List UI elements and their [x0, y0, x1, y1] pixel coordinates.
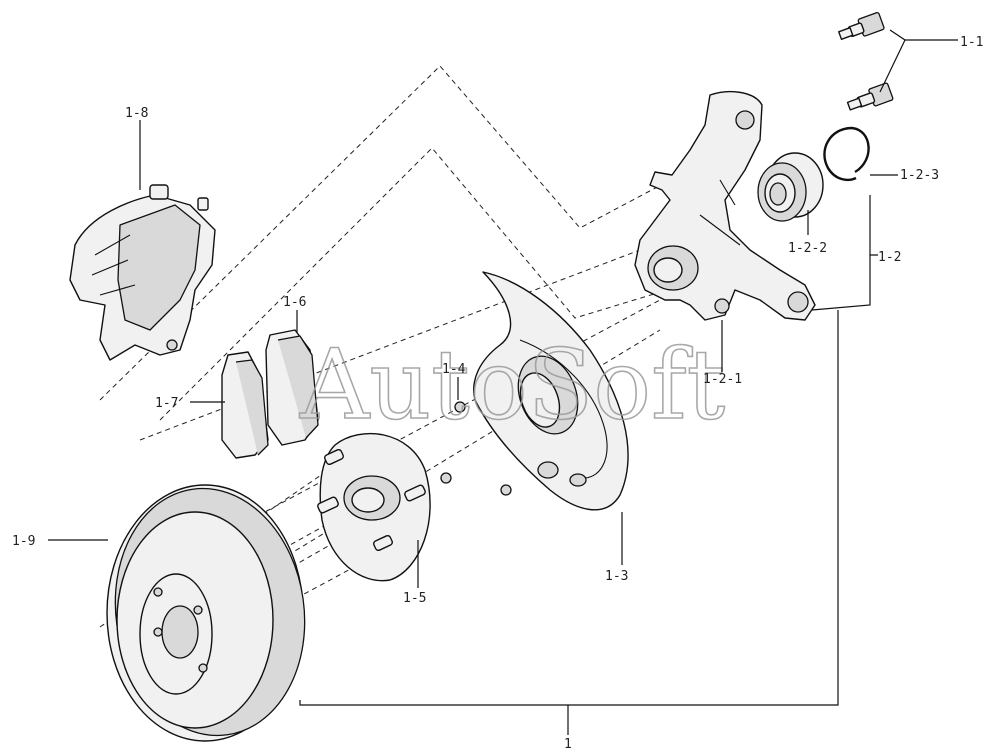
- callout-leaders: [48, 29, 958, 735]
- hub-bearing: [757, 152, 824, 222]
- callout-1-2-3: 1-2-3: [900, 168, 939, 183]
- callout-1-8: 1-8: [125, 106, 148, 121]
- screw: [440, 401, 512, 496]
- dust-shield: [473, 271, 629, 511]
- callout-1-3: 1-3: [605, 569, 628, 584]
- callout-1-2-2: 1-2-2: [788, 241, 827, 256]
- bolt: [838, 11, 894, 111]
- steering-knuckle: [634, 90, 816, 321]
- brake-caliper: [69, 184, 216, 361]
- callout-1-6: 1-6: [283, 295, 306, 310]
- callout-1: 1: [564, 737, 572, 752]
- wheel-hub: [317, 433, 431, 582]
- callout-labels: 1-1 1-2 1-2-1 1-2-2 1-2-3 1-3 1-4 1-5 1-…: [12, 35, 983, 752]
- callout-1-5: 1-5: [403, 591, 426, 606]
- autosoft-watermark: AutoSoft: [299, 329, 725, 441]
- callout-1-7: 1-7: [155, 396, 178, 411]
- brake-pad: [221, 329, 319, 459]
- callout-1-2-1: 1-2-1: [703, 372, 742, 387]
- snap-ring: [823, 126, 870, 182]
- callout-1-9: 1-9: [12, 534, 35, 549]
- callout-1-2: 1-2: [878, 250, 901, 265]
- callout-1-1: 1-1: [960, 35, 983, 50]
- brake-disc: [106, 484, 306, 742]
- callout-1-4: 1-4: [442, 362, 466, 377]
